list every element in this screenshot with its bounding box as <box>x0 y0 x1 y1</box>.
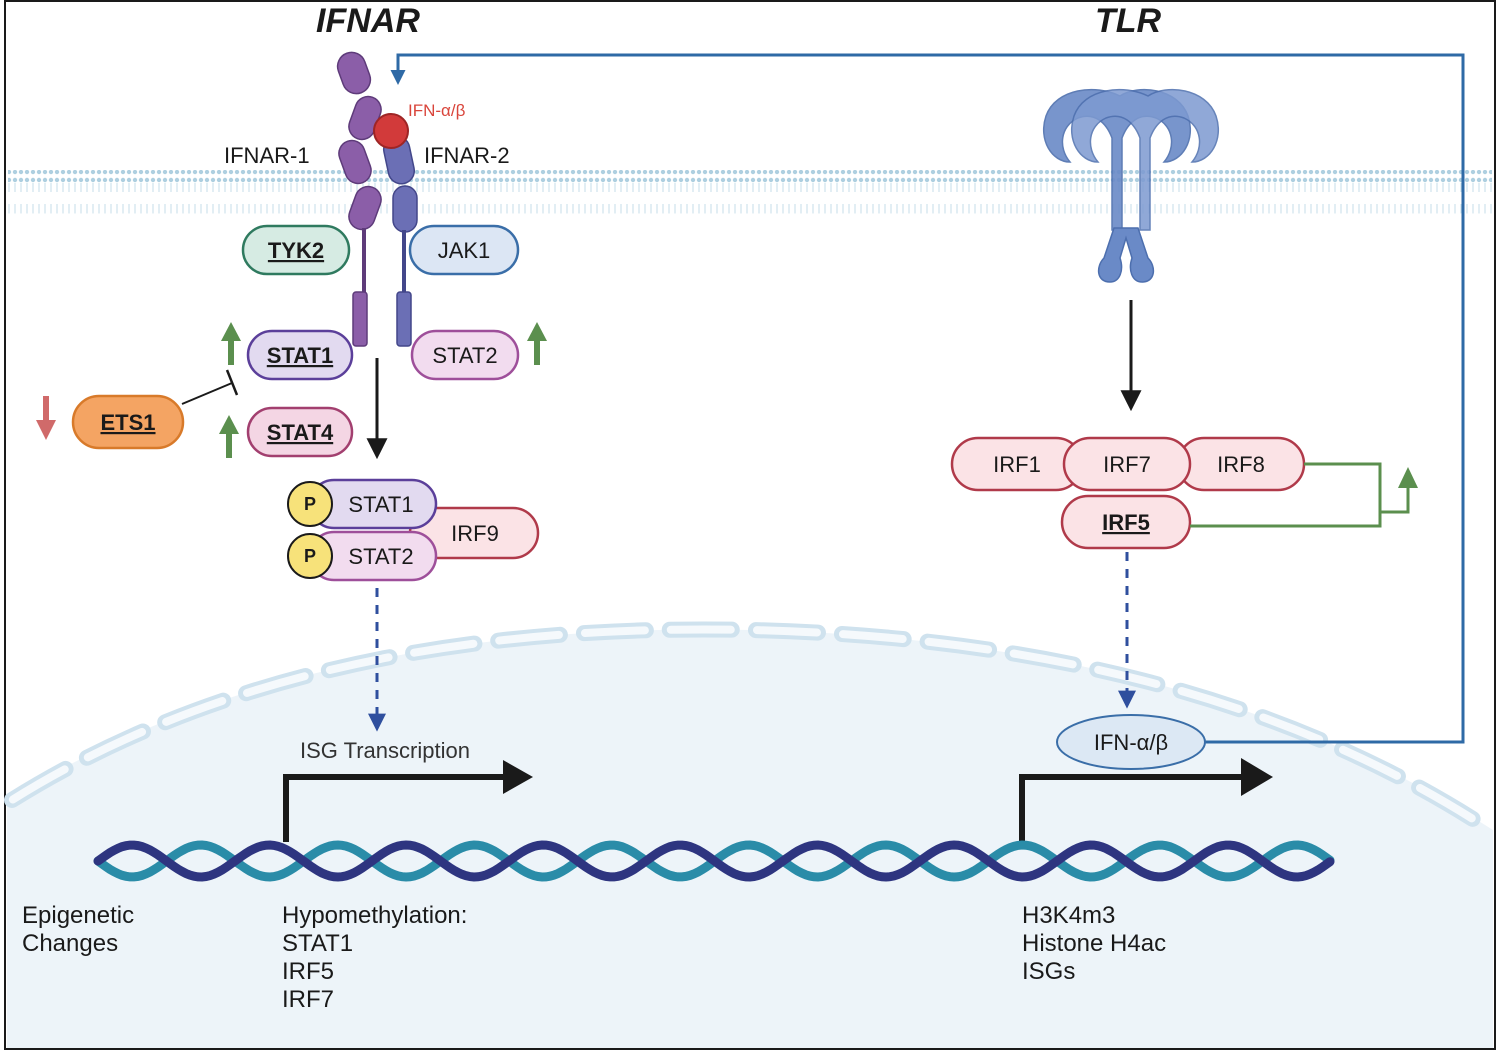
phosphate-1 <box>287 481 333 527</box>
tlr-receptor <box>1042 88 1220 283</box>
ets1-inhibition-bar <box>225 369 239 396</box>
epigenetic-label-line1: Epigenetic <box>22 902 134 929</box>
irf5-label: IRF5 <box>1102 510 1150 535</box>
irf7-label: IRF7 <box>1103 452 1151 477</box>
irf1-label: IRF1 <box>993 452 1041 477</box>
complex-stat2-label: STAT2 <box>348 544 413 569</box>
phosphate-2-label: P <box>304 546 316 566</box>
epigenetic-label-line2: Changes <box>22 930 118 957</box>
feedback-arrow <box>390 53 1465 744</box>
ifn-transcription-arrow-line <box>1019 774 1243 842</box>
ifn-ligand-label: IFN-α/β <box>408 101 466 120</box>
irf8-label: IRF8 <box>1217 452 1265 477</box>
ifnar2-label: IFNAR-2 <box>424 143 510 168</box>
tyk2-pill <box>241 224 351 276</box>
stat1-label: STAT1 <box>267 343 333 368</box>
stat4-pill <box>246 406 354 458</box>
irf-upregulation-bracket <box>1190 462 1382 528</box>
stat2-label: STAT2 <box>432 343 497 368</box>
dna-strand-b <box>93 840 1335 882</box>
ifnar1-label: IFNAR-1 <box>224 143 310 168</box>
complex-stat1-label: STAT1 <box>348 492 413 517</box>
cell-membrane <box>8 170 1492 214</box>
irf7-pill <box>1062 436 1192 492</box>
hypomethylation-item: IRF5 <box>282 958 334 985</box>
stat4-label: STAT4 <box>267 420 334 445</box>
hypomethylation-item: IRF7 <box>282 986 334 1013</box>
jak1-label: JAK1 <box>438 238 491 263</box>
ifn-ligand <box>373 113 409 149</box>
tlr-title: TLR <box>1095 2 1162 40</box>
irf5-pill <box>1060 494 1192 550</box>
histone-item: H3K4m3 <box>1022 902 1115 929</box>
ets1-down-arrow <box>36 396 56 440</box>
phosphate-2 <box>287 533 333 579</box>
ets1-label: ETS1 <box>100 410 155 435</box>
hypomethylation-heading: Hypomethylation: <box>282 902 467 929</box>
histone-item: ISGs <box>1022 958 1075 985</box>
irf9-label: IRF9 <box>451 521 499 546</box>
isg-transcription-arrow-line <box>283 774 505 842</box>
dna-helix <box>93 840 1335 882</box>
stat1-up-arrow <box>221 322 241 365</box>
irf-upregulation-arrow-stem <box>1380 484 1410 514</box>
isg-transcription-arrow-head <box>503 760 533 794</box>
histone-item: Histone H4ac <box>1022 930 1166 957</box>
irf-upregulation-arrow <box>1398 467 1418 488</box>
stat2-up-arrow <box>527 322 547 365</box>
ets1-inhibition-line <box>181 382 233 405</box>
jak1-pill <box>408 224 520 276</box>
ifn-transcription-arrow-head <box>1241 758 1273 796</box>
ifnar1-receptor <box>336 51 382 347</box>
stat1-pill <box>246 329 354 381</box>
ifn-gene-ellipse <box>1056 714 1206 770</box>
hypomethylation-item: STAT1 <box>282 930 353 957</box>
ets1-pill <box>71 394 185 450</box>
isg-transcription-label: ISG Transcription <box>300 738 470 763</box>
ifnar-title: IFNAR <box>316 2 420 40</box>
stat4-up-arrow <box>219 415 239 458</box>
phosphate-1-label: P <box>304 494 316 514</box>
stat2-pill <box>410 329 520 381</box>
ifn-gene-label: IFN-α/β <box>1094 730 1168 755</box>
tyk2-label: TYK2 <box>268 238 324 263</box>
